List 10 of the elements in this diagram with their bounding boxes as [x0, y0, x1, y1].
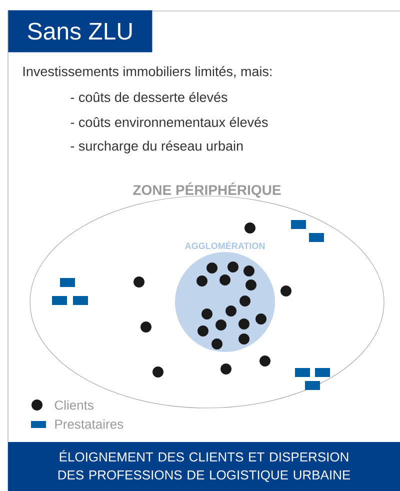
- legend-text: Prestataires: [55, 419, 124, 429]
- legend-text: Clients: [54, 400, 94, 410]
- body-text: - surcharge du réseau urbain: [70, 140, 243, 154]
- body-text: - coûts de desserte élevés: [70, 92, 228, 102]
- body-text: - coûts environnementaux élevés: [70, 116, 268, 128]
- node-label: ZONE PÉRIPHÉRIQUE: [133, 182, 281, 198]
- caption-banner: ÉLOIGNEMENT DES CLIENTS ET DISPERSION DES PROFESSIONS DE LOGISTIQUE URBAINE: [8, 442, 400, 491]
- title-banner: Sans ZLU: [8, 10, 152, 52]
- node-label: AGGLOMÉRATION: [185, 240, 265, 250]
- body-text: Investissements immobiliers limités, mais:: [23, 66, 272, 78]
